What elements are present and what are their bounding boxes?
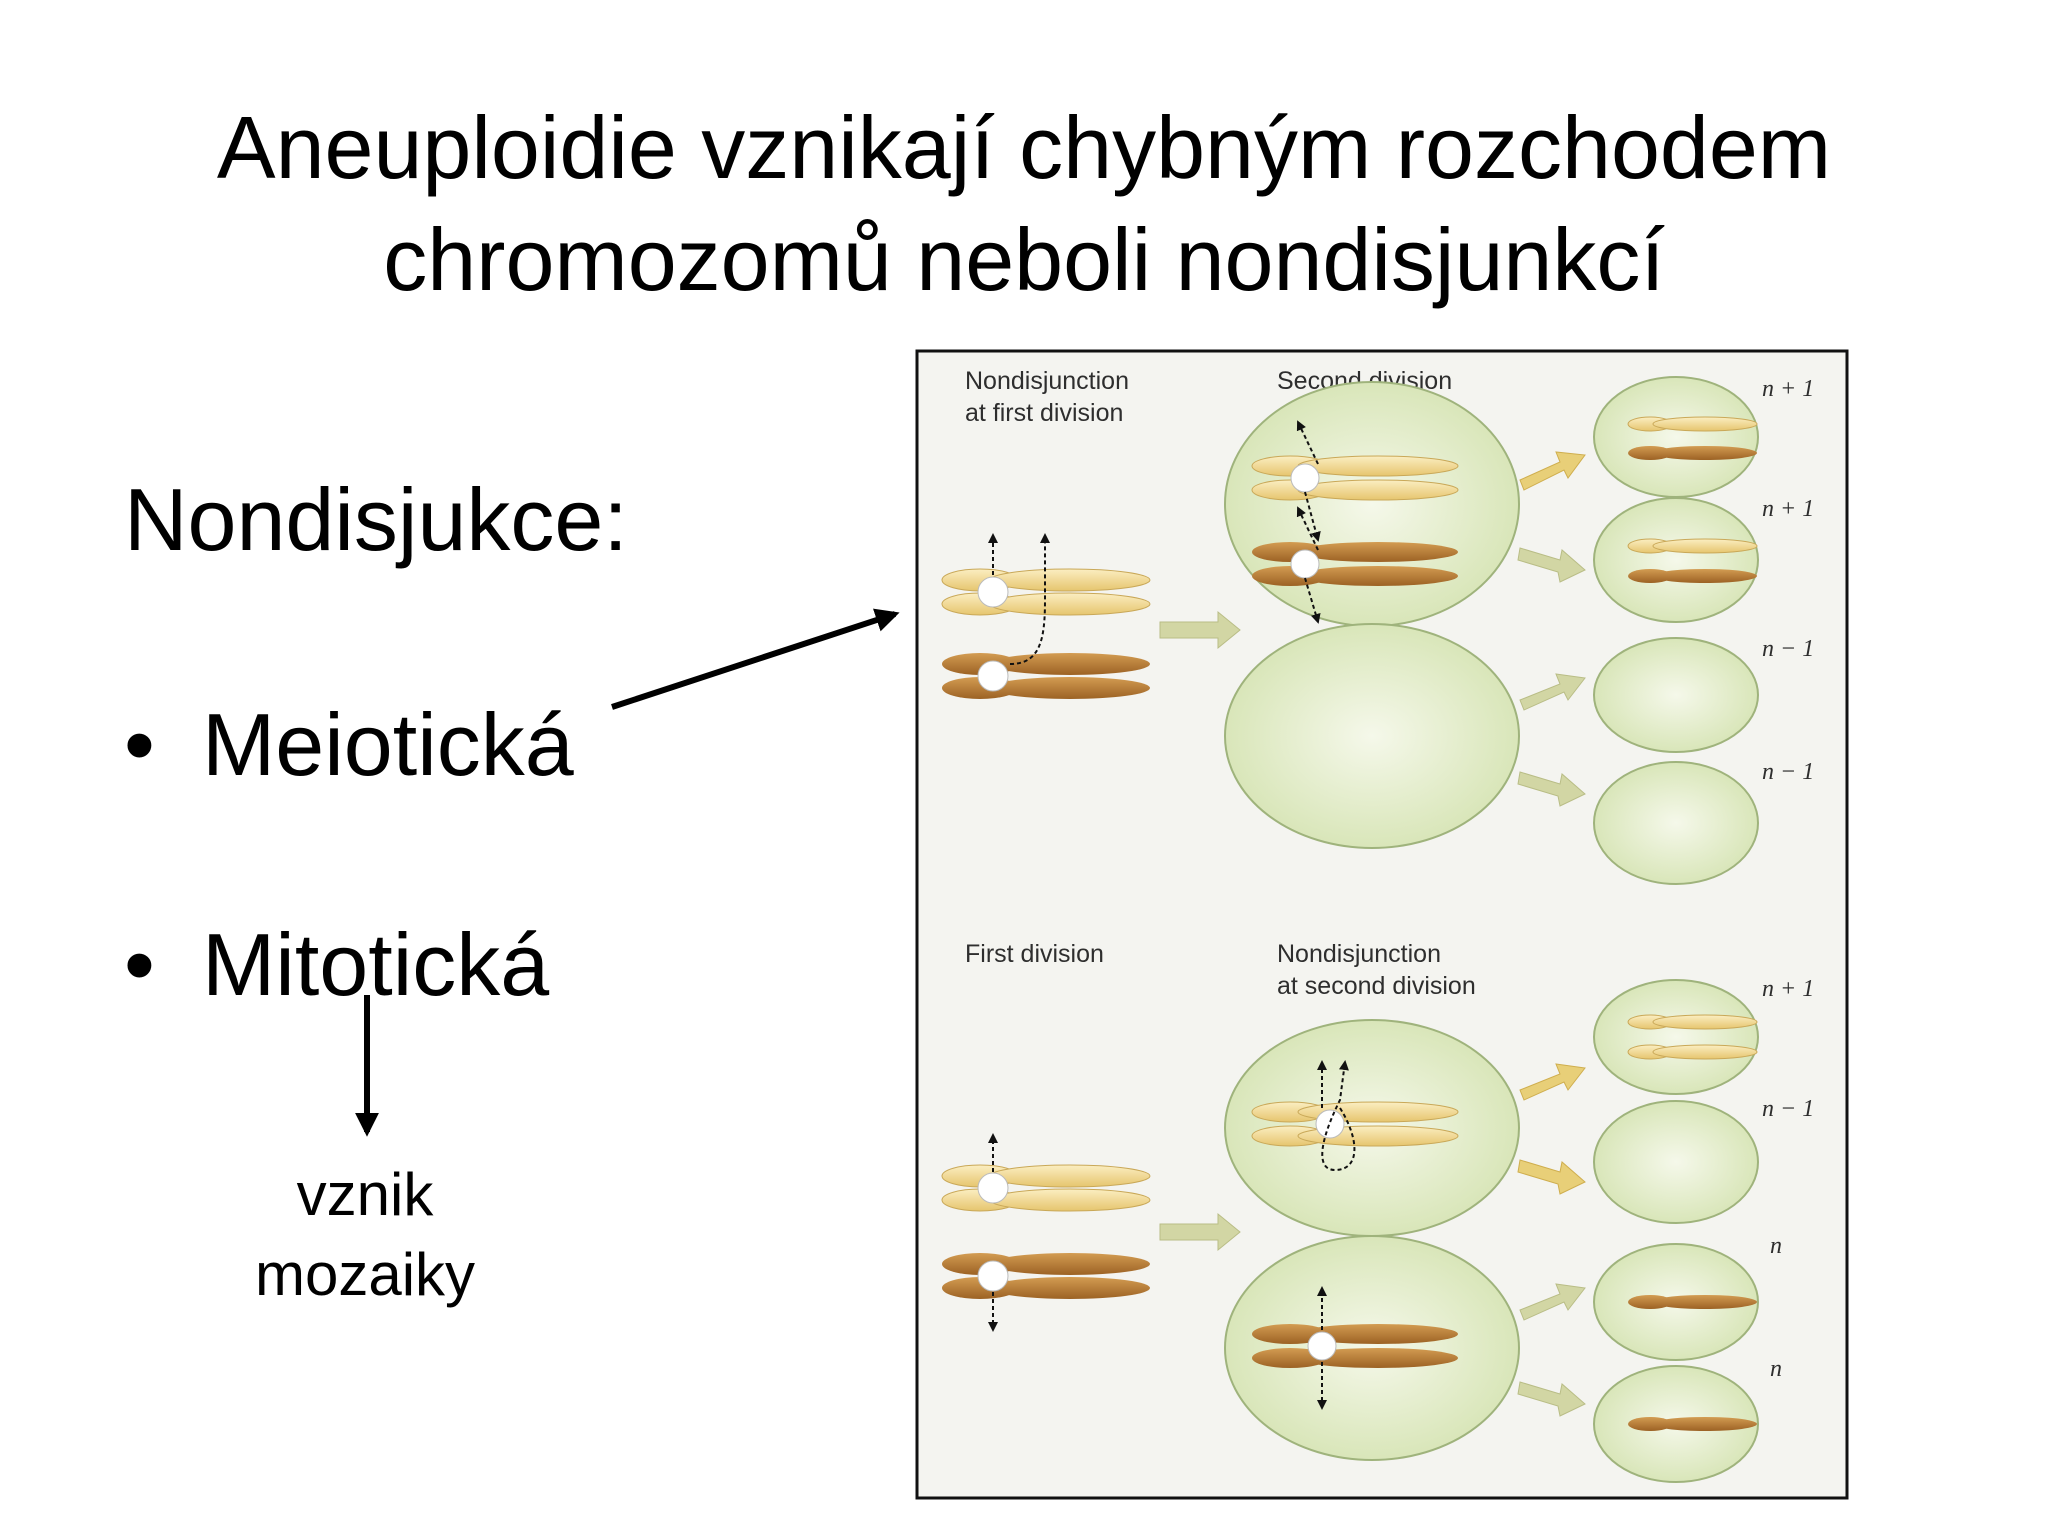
- slide-title: Aneuploidie vznikají chybným rozchodem c…: [0, 92, 2048, 316]
- result-label-bottom-3: n: [1770, 1233, 1782, 1259]
- top-result-cell-4: [1593, 761, 1759, 885]
- result-label-bottom-1: n + 1: [1762, 976, 1814, 1002]
- top-result-arrows: [1517, 451, 1586, 807]
- label-nondisjunction-second: Nondisjunction: [1277, 940, 1441, 968]
- bottom-upper-cell: [1224, 1019, 1520, 1237]
- top-upper-cell: [1224, 381, 1520, 627]
- top-result-cell-2: [1593, 497, 1759, 623]
- bullet-dot: •: [124, 915, 155, 1014]
- mosaic-note-line-2: mozaiky: [254, 1241, 476, 1308]
- result-label-top-1: n + 1: [1762, 376, 1814, 402]
- bottom-parent-chromosomes: [941, 1133, 1151, 1332]
- top-result-cell-1: [1593, 376, 1759, 498]
- pointer-arrow-meiotic: [611, 608, 900, 710]
- bottom-result-cell-4: [1593, 1365, 1759, 1483]
- slide-title-line-1: Aneuploidie vznikají chybným rozchodem: [216, 98, 1832, 197]
- bottom-lower-cell: [1224, 1235, 1520, 1461]
- result-label-top-2: n + 1: [1762, 496, 1814, 522]
- top-parent-chromosomes: [941, 533, 1151, 699]
- nondisjunction-heading: Nondisjukce:: [124, 470, 628, 569]
- bottom-result-cell-1: [1593, 979, 1759, 1095]
- top-division-arrow: [1159, 610, 1241, 650]
- bottom-division-arrow: [1159, 1212, 1241, 1252]
- bottom-result-cell-3: [1593, 1243, 1759, 1361]
- bullet-meiotic-label: Meiotická: [202, 695, 574, 794]
- result-label-top-3: n − 1: [1762, 636, 1814, 662]
- mosaic-note-line-1: vznik: [296, 1161, 434, 1228]
- result-label-bottom-4: n: [1770, 1356, 1782, 1382]
- slide-title-line-2: chromozomů neboli nondisjunkcí: [383, 210, 1665, 309]
- label-first-division: First division: [965, 940, 1104, 968]
- bottom-result-arrows: [1517, 1063, 1586, 1417]
- label-at-first-division: at first division: [965, 399, 1123, 427]
- top-result-cell-3: [1593, 637, 1759, 753]
- label-at-second-division: at second division: [1277, 972, 1476, 1000]
- bottom-result-cell-2: [1593, 1100, 1759, 1224]
- result-label-bottom-2: n − 1: [1762, 1096, 1814, 1122]
- label-nondisjunction-first: Nondisjunction: [965, 367, 1129, 395]
- top-lower-cell: [1224, 623, 1520, 849]
- bullet-dot: •: [124, 695, 155, 794]
- bullet-mitotic: • Mitotická: [124, 915, 549, 1015]
- mosaic-note: vznik mozaiky: [190, 1155, 540, 1315]
- bullet-meiotic: • Meiotická: [124, 695, 574, 795]
- result-label-top-4: n − 1: [1762, 759, 1814, 785]
- bullet-mitotic-label: Mitotická: [202, 915, 550, 1014]
